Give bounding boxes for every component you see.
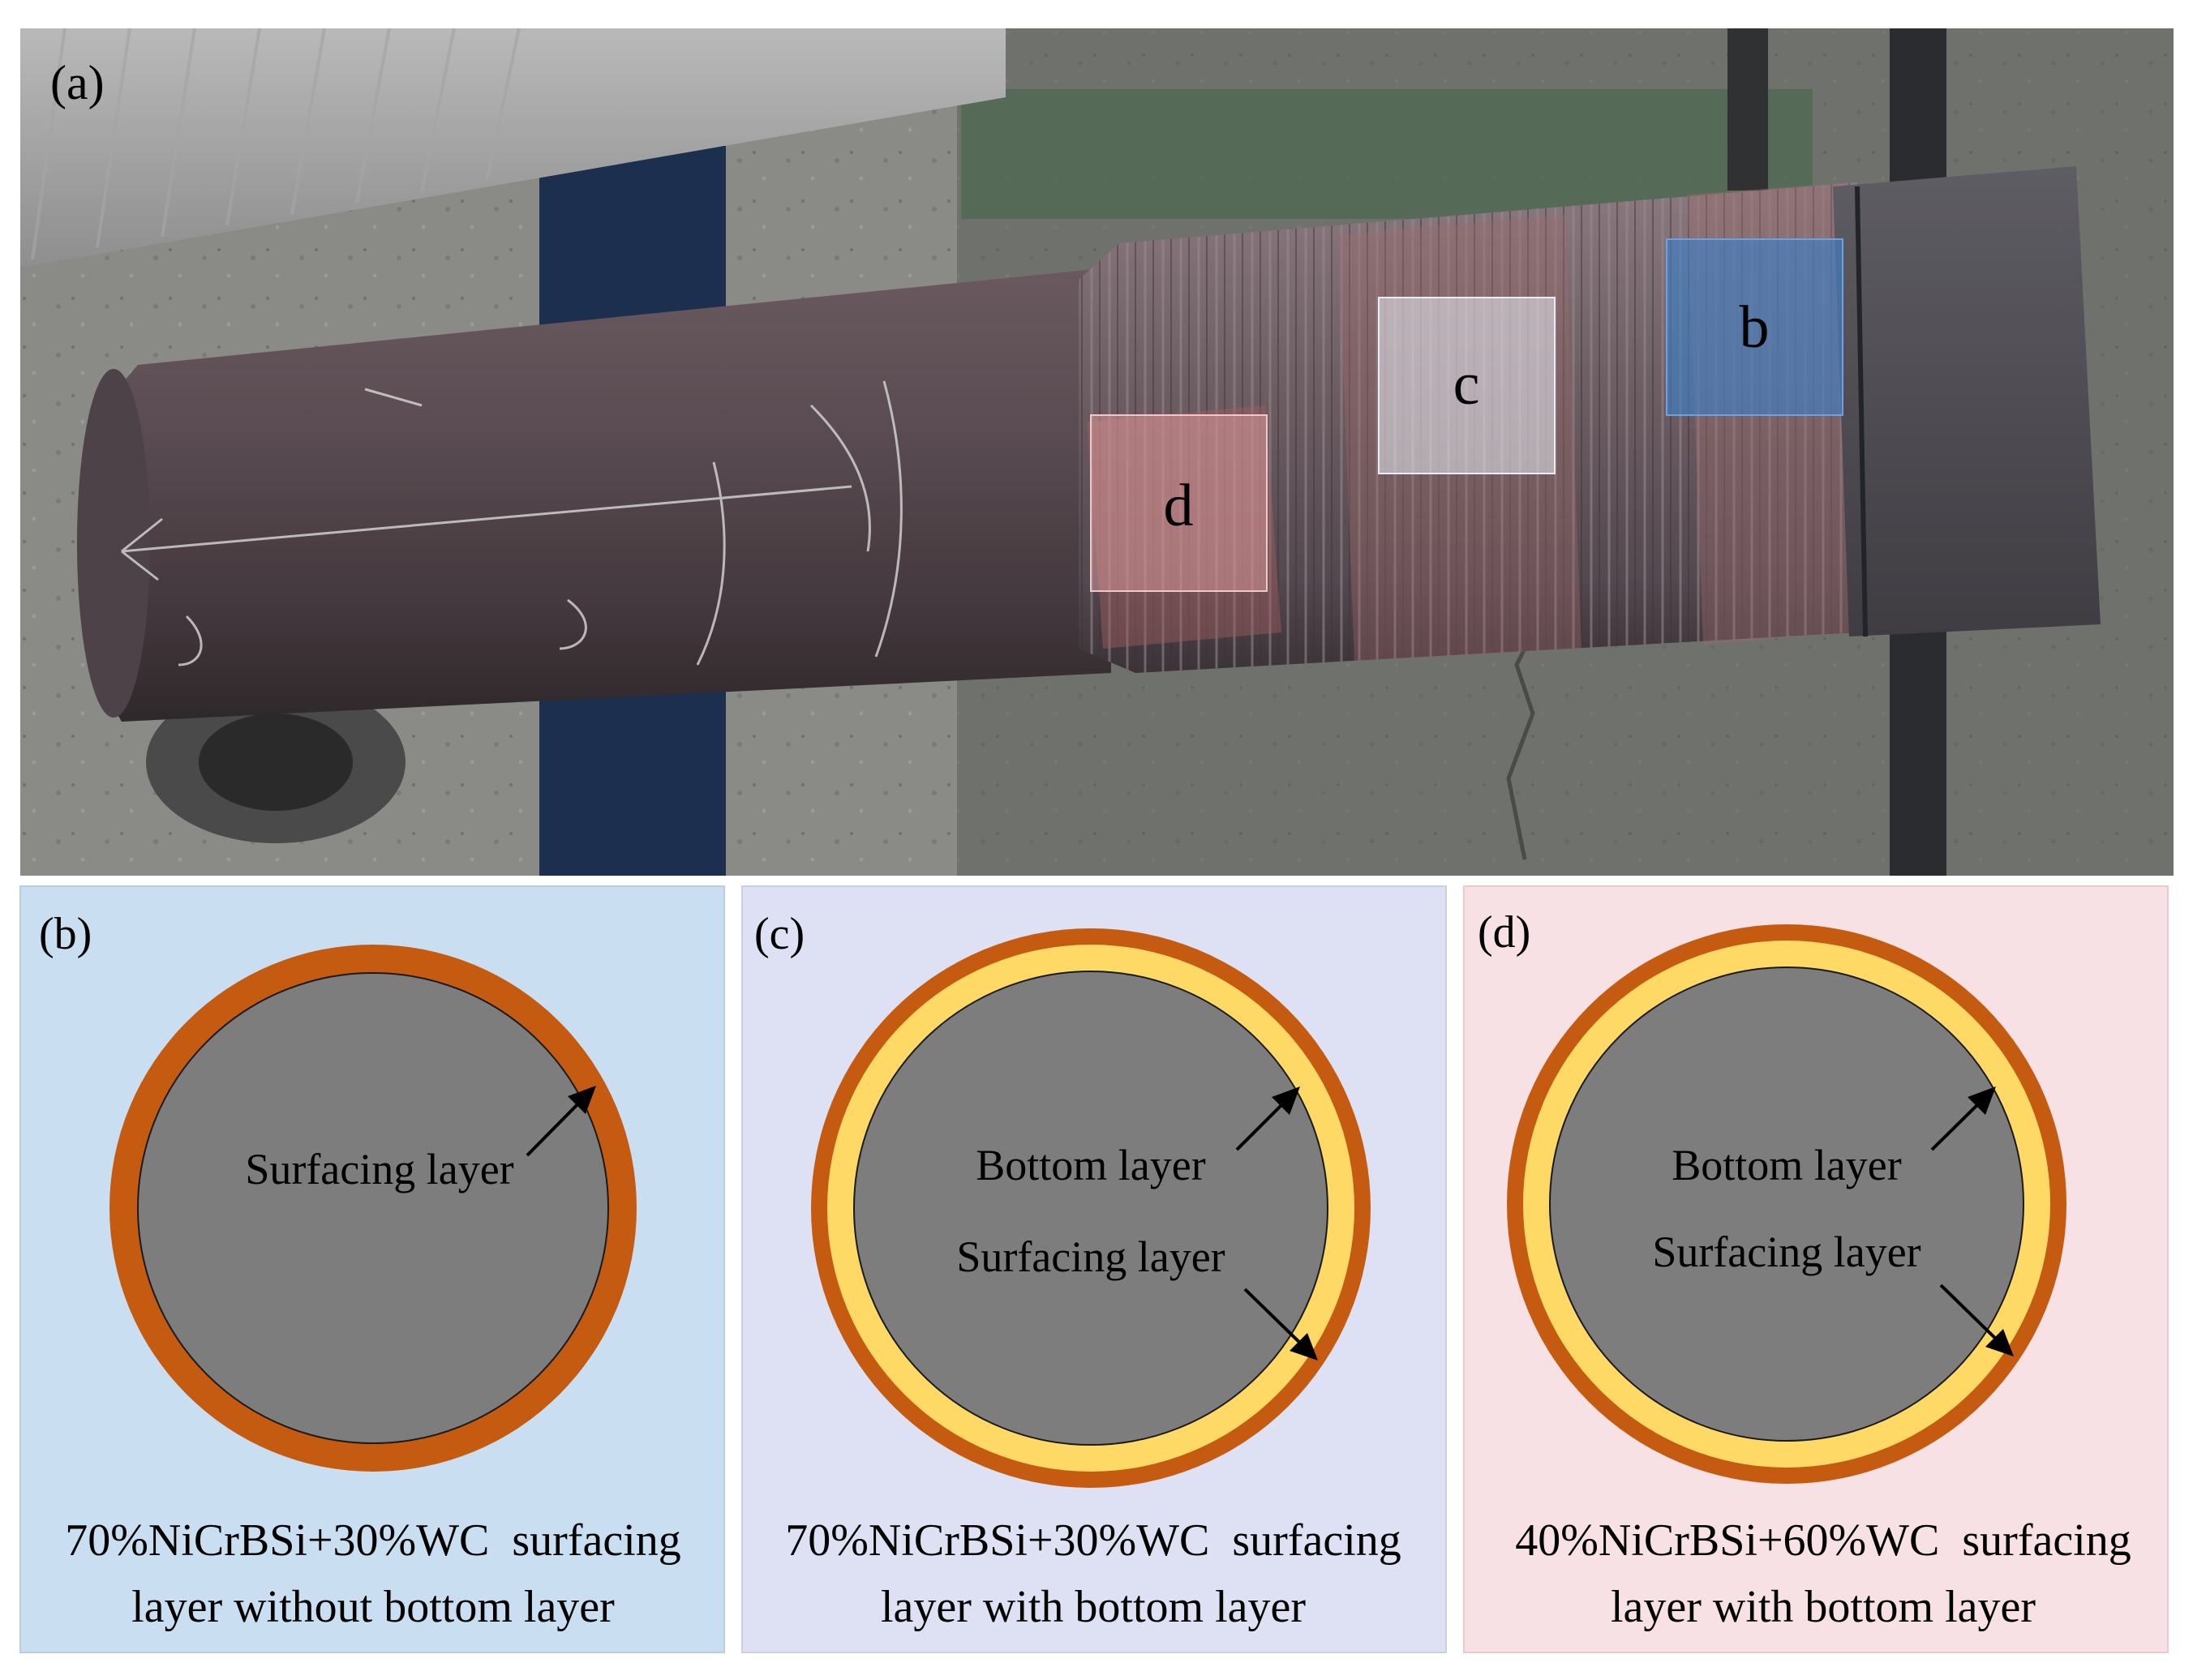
photo-region-label-d: d — [1164, 473, 1194, 539]
panel-c-surfacing-layer-label: Surfacing layer — [956, 1232, 1225, 1281]
region-box-c — [1378, 297, 1556, 474]
panel-d-bottom-layer-label: Bottom layer — [1672, 1141, 1901, 1189]
panel-d-caption-line1: 40%NiCrBSi+60%WC surfacing — [1515, 1515, 2131, 1566]
panel-d-arrowhead-bottom — [1968, 1086, 1996, 1115]
panel-b-caption-line2: layer without bottom layer — [131, 1582, 615, 1632]
shaft-end-face — [77, 369, 150, 718]
chalk-marks — [121, 380, 903, 666]
panel-b-core — [137, 972, 609, 1444]
dark-pillar-mid — [1727, 28, 1768, 191]
panel-c-label: (c) — [754, 909, 805, 959]
panel-b-caption-line1: 70%NiCrBSi+30%WC surfacing — [65, 1515, 681, 1566]
panel-c-cross-section — [811, 928, 1371, 1488]
panel-b-label: (b) — [39, 909, 92, 959]
panel-d-arrowhead-surfacing — [1985, 1329, 2014, 1356]
panel-b-surfacing-layer-label: Surfacing layer — [245, 1145, 513, 1194]
panel-c-caption-line1: 70%NiCrBSi+30%WC surfacing — [785, 1515, 1401, 1566]
photo-region-label-b: b — [1740, 294, 1770, 361]
panel-c-arrowhead-bottom — [1272, 1086, 1300, 1115]
panel-d-core — [1549, 966, 2024, 1442]
panel-d-caption-line2: layer with bottom layer — [1611, 1582, 2036, 1632]
green-panel — [961, 89, 1813, 219]
panel-c-core — [853, 971, 1328, 1446]
panel-c-caption-line2: layer with bottom layer — [881, 1582, 1306, 1632]
panel-d-arrow-surfacing — [1939, 1284, 2005, 1348]
panel-b-arrowhead-surfacing — [568, 1086, 596, 1114]
shaft-right-end — [1833, 166, 2101, 636]
panel-b-cross-section — [109, 945, 637, 1472]
panel-b-arrow-surfacing — [526, 1095, 587, 1157]
photo-label-a: (a) — [50, 56, 105, 109]
photo-panel-a — [20, 28, 2174, 876]
panel-d-label: (d) — [1478, 907, 1530, 958]
region-box-b — [1666, 238, 1843, 416]
back-roller-threads — [31, 28, 521, 260]
panel-c-bottom-layer-label: Bottom layer — [976, 1141, 1205, 1189]
panel-c-arrow-surfacing — [1243, 1288, 1309, 1352]
weld-band-d — [1087, 405, 1281, 649]
region-box-d — [1090, 414, 1268, 592]
shaft-plain-section — [89, 268, 1111, 722]
photo-region-label-c: c — [1453, 351, 1480, 418]
shaft-end-edge — [1855, 186, 1868, 637]
bearing-inner — [199, 714, 353, 811]
figure-text: (a) b c d (b) Surfacing layer 70%NiCrBSi… — [39, 56, 2131, 1632]
panel-d-surfacing-layer-label: Surfacing layer — [1652, 1228, 1920, 1276]
panel-d-cross-section — [1507, 924, 2066, 1484]
back-roller — [20, 28, 1006, 268]
panel-c-arrowhead-surfacing — [1290, 1333, 1318, 1361]
